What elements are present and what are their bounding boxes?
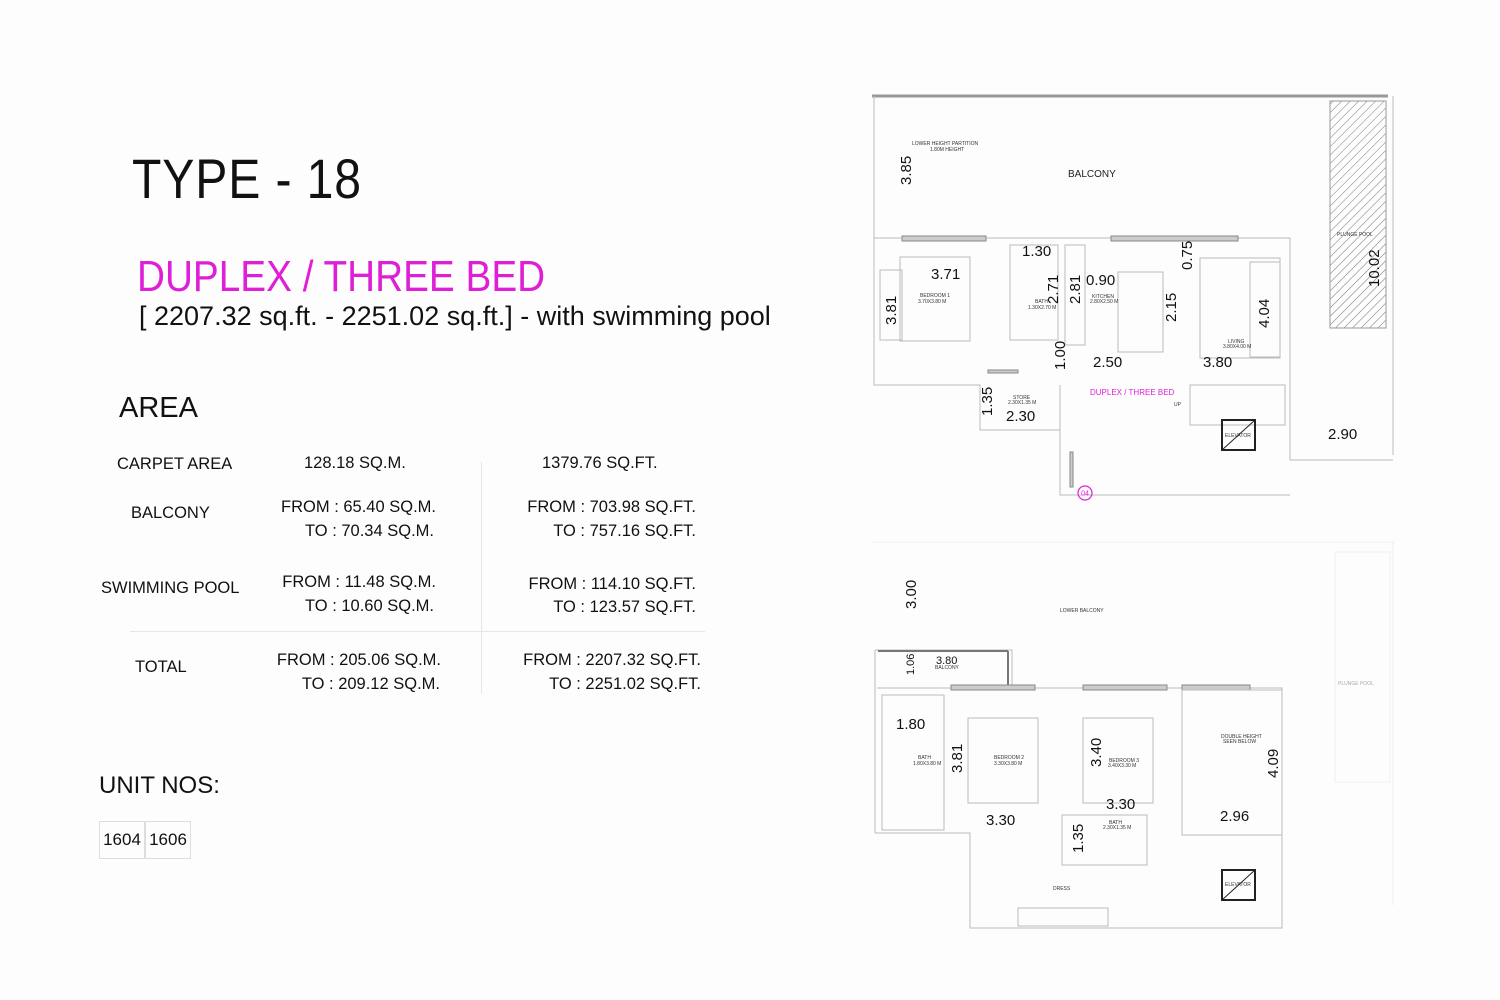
table-divider	[130, 631, 705, 632]
elevator-box	[1221, 869, 1256, 901]
room-label-plunge-pool: PLUNGE POOL	[1338, 681, 1374, 687]
room-label-double-height: DOUBLE HEIGHT	[1221, 734, 1262, 740]
dimension: 3.00	[903, 580, 920, 609]
unit-type-subtitle: DUPLEX / THREE BED	[137, 252, 546, 301]
room-label-bedroom-1: BEDROOM 1	[920, 293, 950, 299]
plunge-pool-hatch	[1329, 100, 1387, 329]
dimension: 3.71	[931, 266, 960, 283]
plan-unit-label: DUPLEX / THREE BED	[1090, 388, 1175, 397]
sqft-value: FROM : 2207.32 SQ.FT.	[523, 651, 701, 669]
sqm-value: TO : 209.12 SQ.M.	[301, 675, 440, 693]
dimension: 4.09	[1265, 749, 1282, 778]
row-label: CARPET AREA	[117, 455, 233, 473]
room-label-bath: BATH	[918, 755, 931, 761]
row-label: TOTAL	[135, 658, 187, 676]
unit-number: 1606	[145, 821, 191, 859]
dimension: 2.90	[1328, 426, 1357, 443]
room-size: 3.30X3.80 M	[994, 761, 1022, 767]
room-label-living: LIVING	[1228, 339, 1245, 345]
room-label-kitchen: KITCHEN	[1092, 294, 1114, 300]
sqft-value: TO : 757.16 SQ.FT.	[553, 522, 696, 540]
upper-floor-plan: 04 LOWER HEIGHT PARTITION 1.80M HEIGHT B…	[872, 94, 1394, 501]
room-label-bath: BATH	[1035, 299, 1048, 305]
area-range: [ 2207.32 sq.ft. - 2251.02 sq.ft.] - wit…	[139, 301, 771, 331]
sqft-value: TO : 123.57 SQ.FT.	[553, 598, 696, 616]
room-size: 3.80X4.00 M	[1223, 344, 1251, 350]
dimension: 3.81	[883, 296, 900, 325]
area-heading: AREA	[119, 392, 198, 424]
dimension: 3.80	[936, 655, 957, 667]
dimension: 3.80	[1203, 354, 1232, 371]
dimension: 0.90	[1086, 272, 1115, 289]
partition-note: LOWER HEIGHT PARTITION	[912, 141, 979, 147]
room-size: 1.80X3.80 M	[913, 761, 941, 767]
room-size: 2.30X1.35 M	[1008, 400, 1036, 406]
unit-numbers-heading: UNIT NOS:	[99, 772, 220, 799]
room-size: 3.70X3.80 M	[918, 299, 946, 305]
unit-marker-icon	[1077, 485, 1093, 501]
dimension: 2.15	[1163, 293, 1180, 322]
row-label: SWIMMING POOL	[101, 579, 240, 597]
sqm-value: FROM : 11.48 SQ.M.	[282, 573, 436, 591]
dimension: 1.35	[1070, 824, 1087, 853]
sqft-value: FROM : 703.98 SQ.FT.	[527, 498, 696, 516]
room-label-bedroom-2: BEDROOM 2	[994, 755, 1024, 761]
room-label-plunge-pool: PLUNGE POOL	[1337, 232, 1373, 238]
lower-floor-plan: LOWER BALCONY PLUNGE POOL BALCONY BATH 1…	[872, 541, 1395, 929]
elevator-box	[1221, 419, 1256, 451]
room-label-lower-balcony: LOWER BALCONY	[1060, 608, 1104, 614]
sqft-value: TO : 2251.02 SQ.FT.	[549, 675, 701, 693]
page-title: TYPE - 18	[132, 147, 362, 210]
table-divider	[481, 462, 482, 694]
dimension: 3.81	[949, 744, 966, 773]
sqm-value: TO : 10.60 SQ.M.	[305, 597, 434, 615]
sqft-value: 1379.76 SQ.FT.	[542, 454, 658, 472]
unit-marker-label: 04	[1081, 491, 1089, 498]
stair-up-label: UP	[1174, 402, 1182, 408]
dimension: 2.81	[1067, 275, 1084, 304]
partition-note: 1.80M HEIGHT	[930, 147, 964, 153]
dimension: 10.02	[1366, 249, 1383, 287]
dimension: 1.06	[905, 654, 917, 675]
dimension: 1.35	[979, 387, 996, 416]
room-label-bedroom-3: BEDROOM 3	[1109, 758, 1139, 764]
sqm-value: TO : 70.34 SQ.M.	[305, 522, 434, 540]
dimension: 2.30	[1006, 408, 1035, 425]
room-label-balcony: BALCONY	[935, 665, 960, 671]
room-size: 2.30X1.35 M	[1103, 825, 1131, 831]
dimension: 3.30	[1106, 796, 1135, 813]
dimension: 1.00	[1052, 341, 1069, 370]
elevator-label: ELEVATOR	[1225, 882, 1251, 888]
unit-number: 1604	[99, 821, 145, 859]
dimension: 2.96	[1220, 808, 1249, 825]
room-size: 3.40X3.30 M	[1108, 763, 1136, 769]
room-size: 2.80X2.50 M	[1090, 299, 1118, 305]
room-label-bath: BATH	[1109, 820, 1122, 826]
dimension: 1.30	[1022, 243, 1051, 260]
row-label: BALCONY	[131, 504, 210, 522]
room-label-balcony: BALCONY	[1068, 169, 1116, 180]
dimension: 4.04	[1256, 299, 1273, 328]
sqm-value: FROM : 205.06 SQ.M.	[276, 651, 441, 669]
room-label-dress: DRESS	[1053, 886, 1071, 892]
dimension: 1.80	[896, 716, 925, 733]
room-size: 1.30X2.70 M	[1028, 305, 1056, 311]
dimension: 3.30	[986, 812, 1015, 829]
room-label-double-height: SEEN BELOW	[1223, 739, 1256, 745]
dimension: 2.71	[1045, 275, 1062, 304]
sqft-value: FROM : 114.10 SQ.FT.	[528, 575, 697, 593]
sqm-value: FROM : 65.40 SQ.M.	[281, 498, 436, 516]
dimension: 0.75	[1179, 241, 1196, 270]
dimension: 3.85	[898, 156, 915, 185]
dimension: 2.50	[1093, 354, 1122, 371]
elevator-label: ELEVATOR	[1225, 433, 1251, 439]
room-label-store: STORE	[1013, 395, 1031, 401]
sqm-value: 128.18 SQ.M.	[304, 454, 406, 472]
dimension: 3.40	[1088, 738, 1105, 767]
